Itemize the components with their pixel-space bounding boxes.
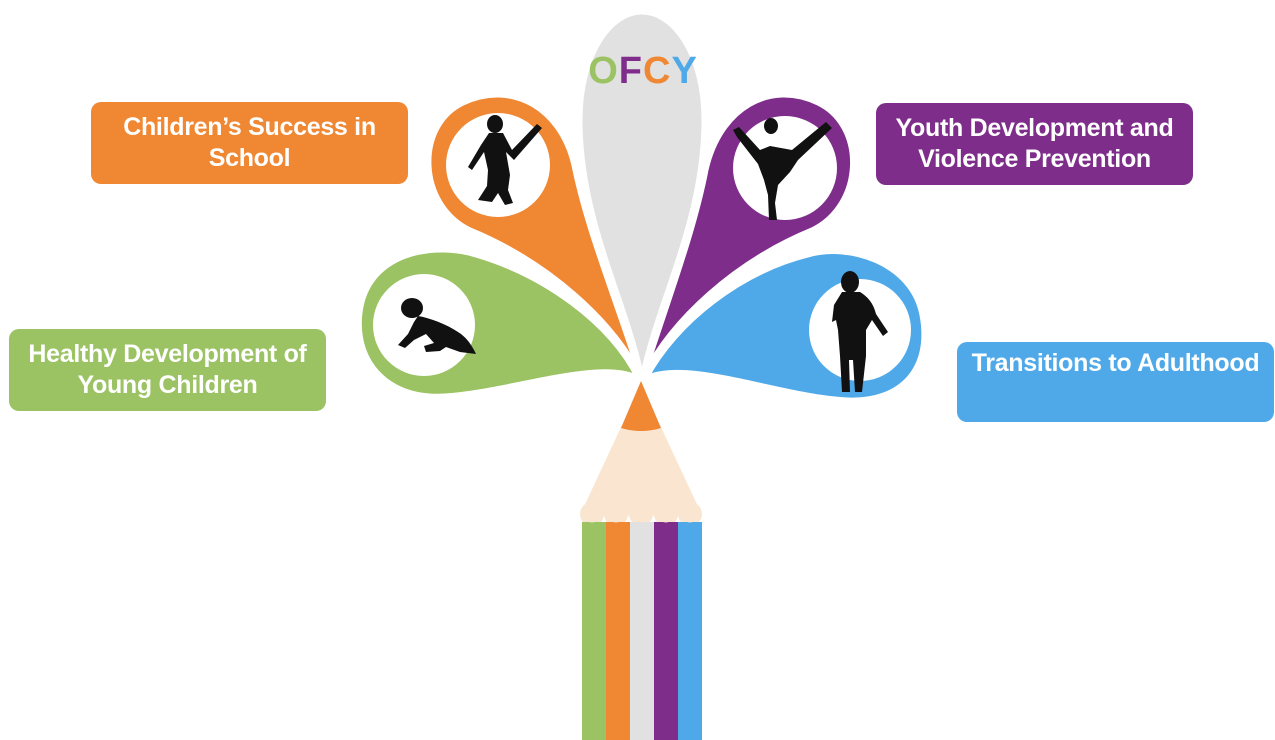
pencil-stripe-purple [654, 522, 678, 740]
logo-letter-o: O [588, 50, 619, 92]
pencil-stripe-orange [606, 522, 630, 740]
goal-label-youth-line1: Youth Development and [895, 114, 1174, 142]
goal-label-transitions-line1: Transitions to Adulthood [971, 349, 1260, 377]
jumping-girl-silhouette-icon [468, 115, 542, 205]
pencil-wood [580, 425, 702, 515]
goal-label-school: Children’s Success in School [91, 102, 408, 184]
logo-letter-y: Y [671, 50, 698, 92]
goal-label-transitions: Transitions to Adulthood [957, 342, 1274, 422]
pencil-lead [621, 381, 661, 431]
goal-label-healthy: Healthy Development of Young Children [9, 329, 326, 411]
breakdancer-silhouette-icon [733, 118, 832, 220]
logo-letter-c: C [642, 50, 672, 92]
young-adult-silhouette-icon [832, 271, 888, 392]
pencil-scallop-edge [580, 515, 702, 523]
ofcy-logo: OFCY [578, 50, 708, 93]
goal-label-school-line2: School [208, 144, 291, 172]
pencil-stripe-blue [678, 522, 702, 740]
goal-label-youth: Youth Development and Violence Preventio… [876, 103, 1193, 185]
goal-label-healthy-line1: Healthy Development of [28, 340, 307, 368]
grey-petal [577, 9, 707, 379]
goal-label-healthy-line2: Young Children [77, 371, 258, 399]
goal-label-youth-line2: Violence Prevention [918, 145, 1151, 173]
crawling-baby-silhouette-icon [398, 298, 476, 354]
pencil-stripe-green [582, 522, 606, 740]
pencil-stripe-grey [630, 522, 654, 740]
goal-label-school-line1: Children’s Success in [123, 113, 376, 141]
logo-letter-f: F [618, 50, 643, 92]
